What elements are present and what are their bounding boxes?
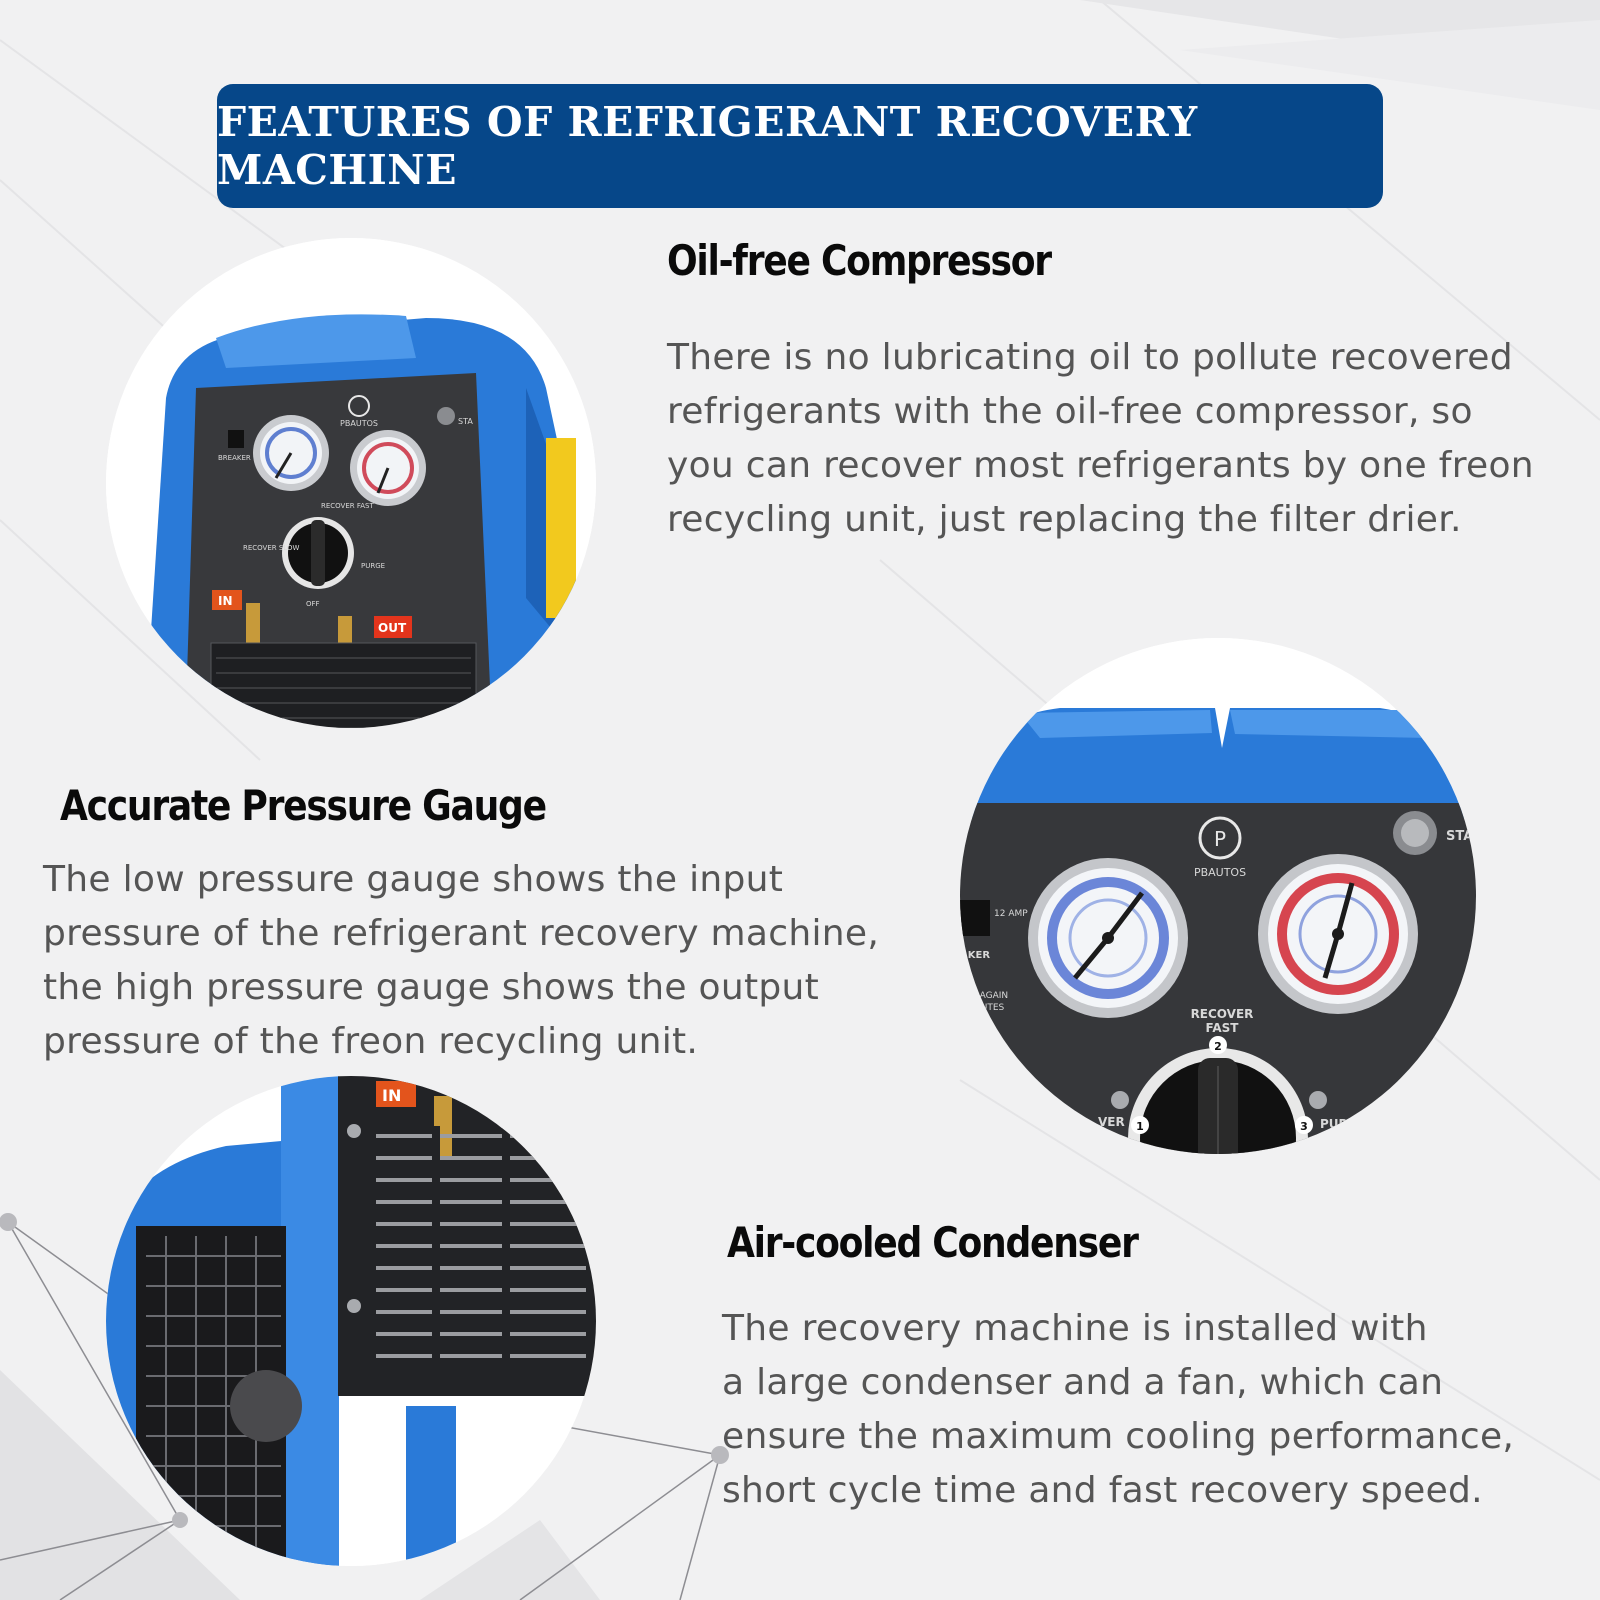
mode-selector-knob-icon xyxy=(1128,1048,1308,1154)
description-line: The recovery machine is installed with xyxy=(722,1308,1428,1349)
feature-heading-air-cooled-condenser: Air-cooled Condenser xyxy=(727,1218,1139,1267)
start-button-icon xyxy=(1393,811,1437,855)
description-line: pressure of the freon recycling unit. xyxy=(43,1021,699,1062)
out-label: OUT xyxy=(378,621,407,635)
recover-fast-label: RECOVER FAST xyxy=(321,502,374,510)
low-pressure-gauge-icon xyxy=(253,415,329,491)
photo-condenser-and-fan: IN xyxy=(106,1076,596,1566)
in-label: IN xyxy=(382,1086,401,1105)
start-label: STA xyxy=(458,417,473,426)
left-mode-label: VER xyxy=(1098,1115,1125,1129)
minutes-label: NUTES xyxy=(974,1003,1005,1013)
description-line: ensure the maximum cooling performance, xyxy=(722,1416,1515,1457)
breaker-switch-icon xyxy=(228,430,244,448)
brand-logo-icon: P xyxy=(1198,816,1242,860)
description-line: short cycle time and fast recovery speed… xyxy=(722,1470,1483,1511)
photo-pressure-gauges-closeup: P PBAUTOS STA 12 AMP AKER N AGAIN NUTES xyxy=(960,638,1476,1154)
screw-icon xyxy=(347,1299,361,1313)
description-line: The low pressure gauge shows the input xyxy=(43,859,784,900)
screw-icon xyxy=(1111,1091,1129,1109)
dial-mark: 2 xyxy=(1214,1040,1222,1053)
breaker-label: BREAKER xyxy=(218,454,251,462)
recover-label: RECOVER xyxy=(1191,1007,1254,1021)
description-line: pressure of the refrigerant recovery mac… xyxy=(43,913,880,954)
banner-title: FEATURES OF REFRIGERANT RECOVERY MACHINE xyxy=(217,98,1198,194)
description-line: There is no lubricating oil to pollute r… xyxy=(667,337,1513,378)
dial-mark: 3 xyxy=(1300,1120,1308,1133)
screw-icon xyxy=(347,1124,361,1138)
description-line: you can recover most refrigerants by one… xyxy=(667,445,1534,486)
description-line: the high pressure gauge shows the output xyxy=(43,967,820,1008)
feature-heading-accurate-pressure-gauge: Accurate Pressure Gauge xyxy=(60,781,547,830)
recover-slow-label: RECOVER SLOW xyxy=(243,544,299,552)
description-line: a large condenser and a fan, which can xyxy=(722,1362,1444,1403)
svg-text:P: P xyxy=(1214,827,1226,851)
feature-description-air-cooled-condenser: The recovery machine is installed with a… xyxy=(722,1302,1592,1518)
start-label: STA xyxy=(1446,829,1473,844)
in-port-badge xyxy=(376,1081,416,1107)
description-line: refrigerants with the oil-free compresso… xyxy=(667,391,1473,432)
feature-description-accurate-pressure-gauge: The low pressure gauge shows the input p… xyxy=(43,853,943,1069)
again-label: N AGAIN xyxy=(970,991,1008,1001)
description-line: recycling unit, just replacing the filte… xyxy=(667,499,1462,540)
in-label: IN xyxy=(218,594,233,608)
fast-label: FAST xyxy=(1206,1021,1240,1035)
feature-description-oil-free-compressor: There is no lubricating oil to pollute r… xyxy=(667,331,1587,547)
feature-heading-oil-free-compressor: Oil-free Compressor xyxy=(667,236,1052,285)
photo-machine-front-panel: PBAUTOS STA BREAKER RECOVER FAST RECOVER… xyxy=(106,238,596,728)
mode-selector-knob-icon xyxy=(282,517,354,589)
off-label: OFF xyxy=(306,600,320,608)
fan-hub-icon xyxy=(230,1370,302,1442)
high-pressure-gauge-icon xyxy=(1258,854,1418,1014)
title-banner: FEATURES OF REFRIGERANT RECOVERY MACHINE xyxy=(217,84,1383,208)
in-port-badge xyxy=(212,590,242,610)
dial-mark: 1 xyxy=(1136,1120,1144,1133)
start-button-icon xyxy=(437,407,455,425)
screw-icon xyxy=(1309,1091,1327,1109)
out-port-badge xyxy=(374,616,412,638)
low-pressure-gauge-icon xyxy=(1028,858,1188,1018)
breaker-switch-icon xyxy=(960,900,990,936)
high-pressure-gauge-icon xyxy=(350,430,426,506)
purge-label: PURGE xyxy=(361,562,385,570)
brand-label: PBAUTOS xyxy=(1194,866,1246,879)
breaker-label: AKER xyxy=(960,950,990,961)
amp-label: 12 AMP xyxy=(994,909,1028,919)
brand-label: PBAUTOS xyxy=(340,419,378,428)
